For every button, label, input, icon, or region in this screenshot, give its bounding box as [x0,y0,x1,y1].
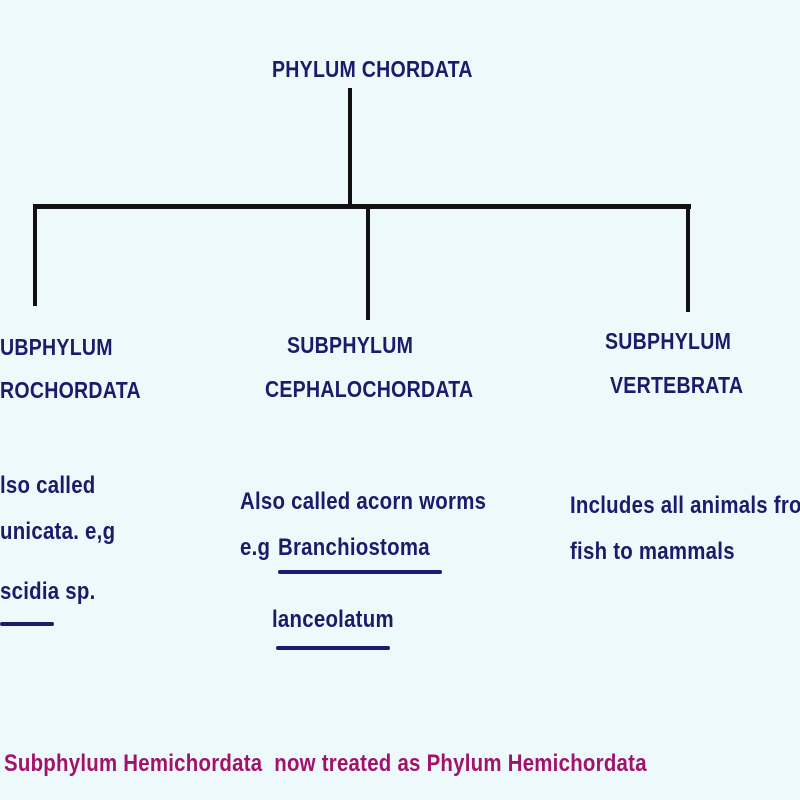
branch-middle-line1: SUBPHYLUM [287,332,414,358]
branch-right-line2: VERTEBRATA [610,372,744,398]
footnote-part2: now treated as [274,750,421,777]
branch-middle-line2: CEPHALOCHORDATA [265,376,474,402]
root-connector [348,88,352,206]
branch-middle-desc-2: e.g [240,534,271,561]
underline [278,570,442,574]
branch-left-desc-2: unicata. e,g [0,518,116,545]
branch-left-desc-1: lso called [0,472,96,499]
branch-right-desc-1: Includes all animals fro [570,492,800,519]
footnote: Subphylum Hemichordata now treated as Ph… [4,750,647,778]
branch-left-desc-3: scidia sp. [0,578,96,605]
horizontal-connector [33,204,691,209]
branch-left-line2: ROCHORDATA [0,377,141,403]
species-epithet: lanceolatum [272,606,394,633]
footnote-part3: Phylum Hemichordata [426,750,647,777]
branch-middle-desc-1: Also called acorn worms [240,488,487,515]
underline [276,646,390,650]
footnote-part1: Subphylum Hemichordata [4,750,263,777]
branch-connector-right [686,204,690,312]
species-genus: Branchiostoma [278,534,430,561]
branch-connector-middle [366,204,370,320]
branch-right-desc-2: fish to mammals [570,538,735,565]
branch-connector-left [33,204,37,306]
underline [0,622,54,626]
branch-left-line1: UBPHYLUM [0,334,113,360]
root-title: PHYLUM CHORDATA [272,56,473,82]
branch-right-line1: SUBPHYLUM [605,328,732,354]
